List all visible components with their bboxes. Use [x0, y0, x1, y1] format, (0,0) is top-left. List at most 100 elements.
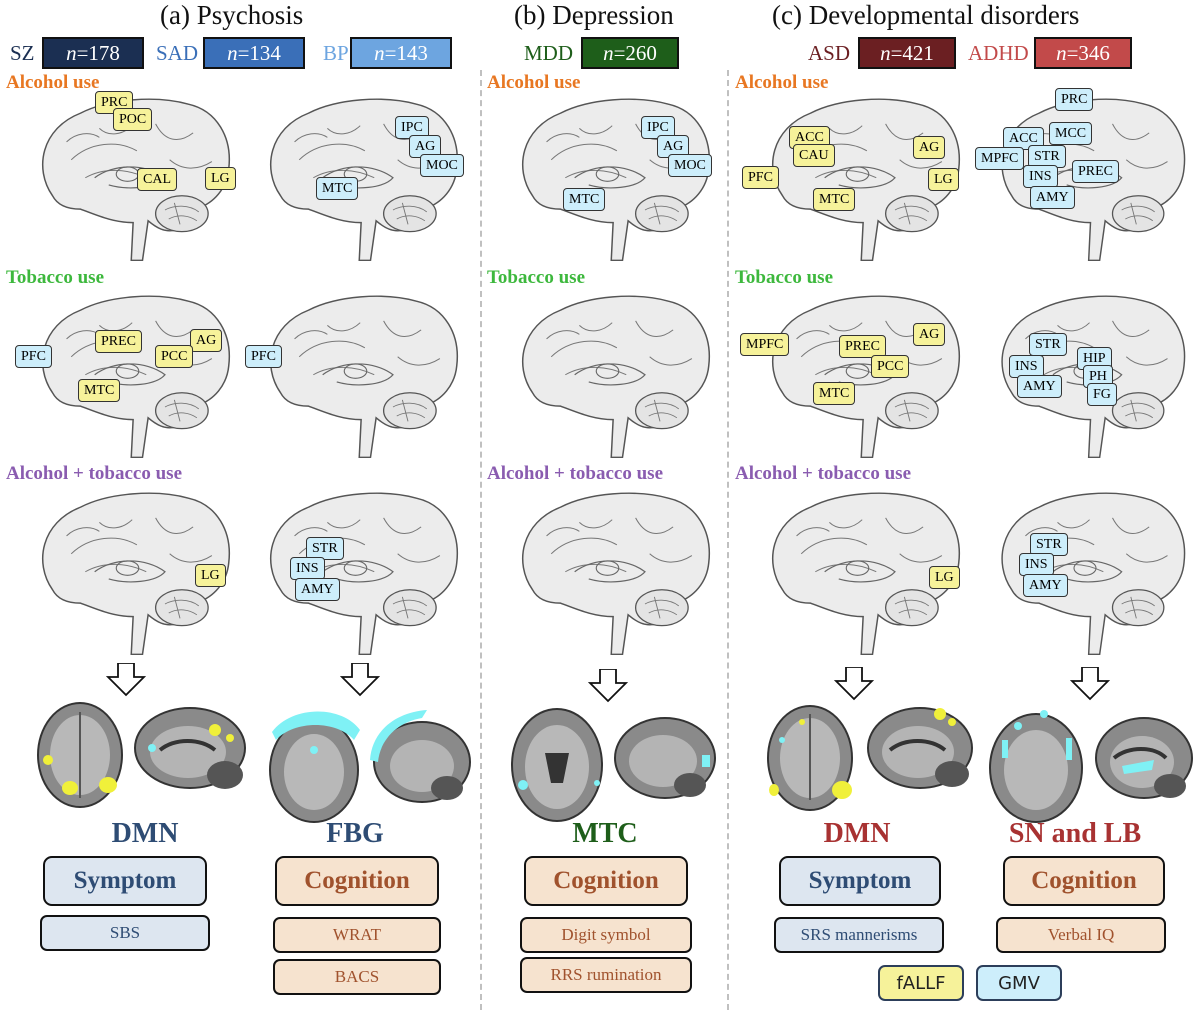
n-italic: n — [227, 40, 238, 65]
group-label-adhd: ADHD — [968, 41, 1029, 65]
region-tag: LG — [929, 566, 960, 589]
measure-box: SRS mannerisms — [774, 917, 944, 953]
column-title-developmental: (c) Developmental disorders — [772, 0, 1080, 30]
column-separator — [480, 70, 482, 1010]
region-tag: MTC — [563, 188, 606, 211]
n-italic: n — [603, 40, 614, 65]
region-tag: CAU — [793, 144, 835, 167]
region-tag: INS — [1019, 553, 1054, 576]
row-label-alcohol: Alcohol use — [735, 72, 829, 93]
region-tag: MPFC — [975, 147, 1025, 170]
group-n-adhd: n=346 — [1034, 37, 1132, 69]
n-italic: n — [66, 40, 77, 65]
region-tag: STR — [306, 537, 344, 560]
region-tag: MOC — [420, 154, 464, 177]
brain-developmental-alcohol-fallf: ACC CAU AG PFC LG MTC — [742, 88, 970, 263]
region-tag: MPFC — [740, 333, 790, 356]
down-arrow-icon — [107, 663, 145, 696]
region-tag: LG — [928, 168, 959, 191]
group-label-sad: SAD — [156, 41, 199, 65]
brain-outline — [521, 295, 711, 459]
brain-psychosis-both-gmv: STR INS AMY — [243, 482, 468, 657]
region-tag: PCC — [871, 355, 910, 378]
domain-box-symptom: Symptom — [779, 856, 941, 906]
region-tag: AG — [913, 323, 946, 346]
brain-outline — [521, 492, 711, 656]
group-label-asd: ASD — [808, 41, 851, 65]
region-tag: PREC — [1072, 160, 1120, 183]
n-italic: n — [1056, 40, 1067, 65]
brain-outline — [771, 295, 961, 459]
region-tag: PFC — [742, 166, 779, 189]
brain-psychosis-alcohol-fallf: PRC POC CAL LG — [15, 88, 240, 263]
region-tag: MTC — [813, 188, 856, 211]
domain-box-symptom: Symptom — [43, 856, 207, 906]
brain-psychosis-both-fallf: LG — [15, 482, 240, 657]
region-tag: MTC — [813, 382, 856, 405]
region-tag: STR — [1028, 145, 1066, 168]
n-eq: = — [384, 40, 397, 65]
down-arrow-icon — [589, 669, 627, 702]
n-value: 134 — [249, 40, 281, 65]
row-label-alcohol: Alcohol use — [6, 72, 100, 93]
brain-outline — [41, 295, 231, 459]
brain-outline — [269, 492, 459, 656]
n-eq: = — [76, 40, 89, 65]
brain-developmental-tobacco-gmv: STR INS HIP PH AMY FG — [975, 285, 1195, 460]
brain-developmental-alcohol-gmv: PRC ACC MCC MPFC STR INS PREC AMY — [975, 88, 1195, 263]
brain-developmental-tobacco-fallf: MPFC PREC AG PCC MTC — [740, 285, 970, 460]
network-label-dmn: DMN — [823, 818, 891, 849]
measure-box: Verbal IQ — [996, 917, 1166, 953]
n-eq: = — [613, 40, 626, 65]
region-tag: PFC — [245, 345, 282, 368]
column-title-depression: (b) Depression — [514, 0, 674, 30]
brain-outline — [1001, 492, 1186, 656]
group-n-bp: n=143 — [350, 37, 452, 69]
group-label-mdd: MDD — [524, 41, 574, 65]
n-value: 260 — [625, 40, 657, 65]
down-arrow-icon — [835, 667, 873, 700]
row-label-both: Alcohol + tobacco use — [487, 463, 664, 484]
n-eq: = — [237, 40, 250, 65]
group-n-sz: n=178 — [42, 37, 144, 69]
brain-developmental-both-gmv: STR INS AMY — [975, 482, 1195, 657]
row-label-tobacco: Tobacco use — [6, 267, 105, 288]
group-n-mdd: n=260 — [581, 37, 679, 69]
region-tag: PREC — [839, 335, 887, 358]
mri-developmental-sn-lb — [989, 710, 1193, 823]
mri-psychosis-dmn — [37, 702, 246, 808]
region-tag: INS — [290, 557, 325, 580]
region-tag: AMY — [1030, 186, 1075, 209]
region-tag: INS — [1023, 165, 1058, 188]
region-tag: PRC — [1055, 88, 1094, 111]
row-label-both: Alcohol + tobacco use — [735, 463, 912, 484]
region-tag: MOC — [668, 154, 712, 177]
row-label-tobacco: Tobacco use — [487, 267, 586, 288]
down-arrow-icon — [341, 663, 379, 696]
region-tag: STR — [1029, 333, 1067, 356]
region-tag: PFC — [15, 345, 52, 368]
region-tag: AG — [657, 135, 690, 158]
group-n-sad: n=134 — [203, 37, 305, 69]
n-eq: = — [1066, 40, 1079, 65]
n-value: 143 — [396, 40, 428, 65]
group-label-sz: SZ — [10, 41, 35, 65]
measure-box: BACS — [273, 959, 441, 995]
region-tag: POC — [113, 108, 153, 131]
n-value: 421 — [902, 40, 934, 65]
domain-box-cognition: Cognition — [275, 856, 439, 906]
column-separator — [727, 70, 729, 1010]
domain-box-cognition: Cognition — [1003, 856, 1165, 906]
region-tag: MCC — [1049, 122, 1093, 145]
legend-fallf: fALLF — [878, 965, 964, 1001]
n-italic: n — [880, 40, 891, 65]
mri-depression-mtc — [511, 708, 716, 822]
column-title-psychosis: (a) Psychosis — [160, 0, 304, 30]
network-label-sn-lb: SN and LB — [1008, 818, 1142, 849]
legend-gmv: GMV — [976, 965, 1062, 1001]
brain-psychosis-tobacco-fallf: PREC AG PFC PCC MTC — [15, 285, 240, 460]
region-tag: PCC — [155, 345, 194, 368]
region-tag: AMY — [295, 578, 340, 601]
brain-outline — [269, 295, 459, 459]
region-tag: ACC — [1003, 127, 1044, 150]
